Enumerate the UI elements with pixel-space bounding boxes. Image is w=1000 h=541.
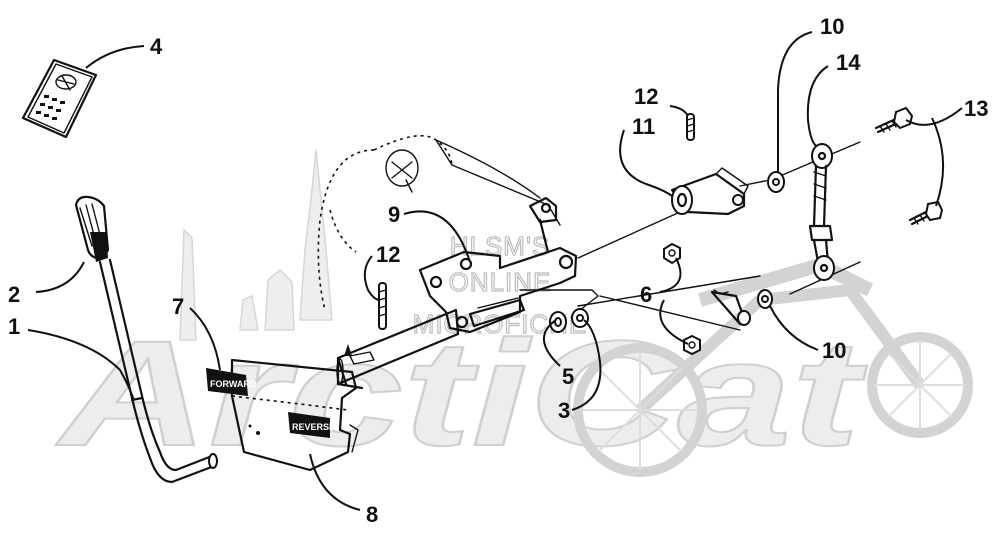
- assembly-centerline: [577, 211, 681, 259]
- leader-13-lower: [931, 117, 945, 207]
- part-6-nut-lower: [683, 334, 701, 356]
- leader-4: [85, 45, 145, 69]
- callout-6: 6: [640, 282, 652, 307]
- leader-14: [806, 65, 829, 147]
- callout-5: 5: [562, 364, 574, 389]
- callout-1: 1: [8, 314, 20, 339]
- callout-labels: 4 2 1 7 8 9 12 5 3 12 11 10 14 13 6 10: [8, 14, 988, 527]
- part-14-tie-rod: [808, 143, 835, 281]
- leader-6-upper: [659, 257, 682, 293]
- leader-1: [27, 329, 135, 401]
- part-12-pin-right: [686, 113, 695, 141]
- watermark-logo: ArctiCat HLSM'S ONLINE MICROFICHE: [54, 149, 973, 478]
- callout-9: 9: [388, 202, 400, 227]
- watermark-church-silhouette: [179, 149, 333, 341]
- part-mounting-plate: [230, 358, 359, 472]
- svg-text:FORWARD: FORWARD: [210, 379, 257, 389]
- callout-10-upper: 10: [820, 14, 844, 39]
- leader-13-upper: [905, 107, 963, 126]
- watermark-brand-text: ArctiCat: [55, 309, 869, 477]
- part-2-shift-knob: [74, 195, 110, 262]
- callout-4: 4: [150, 34, 163, 59]
- callout-11: 11: [632, 114, 655, 139]
- leader-5: [543, 319, 561, 367]
- part-10-washer-upper: [767, 171, 785, 193]
- leader-11: [619, 129, 673, 197]
- part-7-decal: FORWARD: [206, 368, 257, 396]
- leader-2: [35, 261, 85, 293]
- leader-8: [309, 453, 361, 511]
- callout-8: 8: [366, 502, 378, 527]
- leader-12-right: [669, 105, 689, 117]
- callout-14: 14: [836, 50, 861, 75]
- callout-7: 7: [172, 294, 184, 319]
- part-1-shift-lever: [98, 258, 218, 484]
- callout-12-left: 12: [376, 242, 400, 267]
- leader-lines: [27, 31, 963, 511]
- callout-12-right: 12: [634, 84, 658, 109]
- callout-2: 2: [8, 282, 20, 307]
- leader-10-lower: [769, 305, 819, 351]
- leader-9: [403, 210, 471, 263]
- part-4-decal-card: [21, 58, 98, 139]
- callout-13: 13: [964, 96, 988, 121]
- part-8-decal: REVERSE: [288, 412, 335, 438]
- part-3-washer: [571, 308, 589, 328]
- leader-6-lower: [659, 299, 689, 345]
- selector-shaft: [336, 308, 460, 390]
- link-spacer: [710, 289, 751, 326]
- leader-3: [571, 319, 602, 411]
- svg-text:REVERSE: REVERSE: [292, 422, 335, 432]
- leader-10-upper: [776, 31, 813, 172]
- part-9-bracket: [418, 196, 599, 334]
- callout-10-lower: 10: [822, 338, 846, 363]
- watermark-line-2: ONLINE: [449, 267, 552, 297]
- part-11-shift-arm: [670, 167, 749, 216]
- leader-12-left: [363, 255, 381, 301]
- part-12-pin-left: [378, 282, 387, 330]
- part-10-washer-lower: [757, 289, 773, 309]
- callout-3: 3: [558, 398, 570, 423]
- part-13-bolt-upper: [874, 106, 914, 134]
- leader-7: [189, 307, 221, 371]
- part-5-washer: [549, 311, 567, 333]
